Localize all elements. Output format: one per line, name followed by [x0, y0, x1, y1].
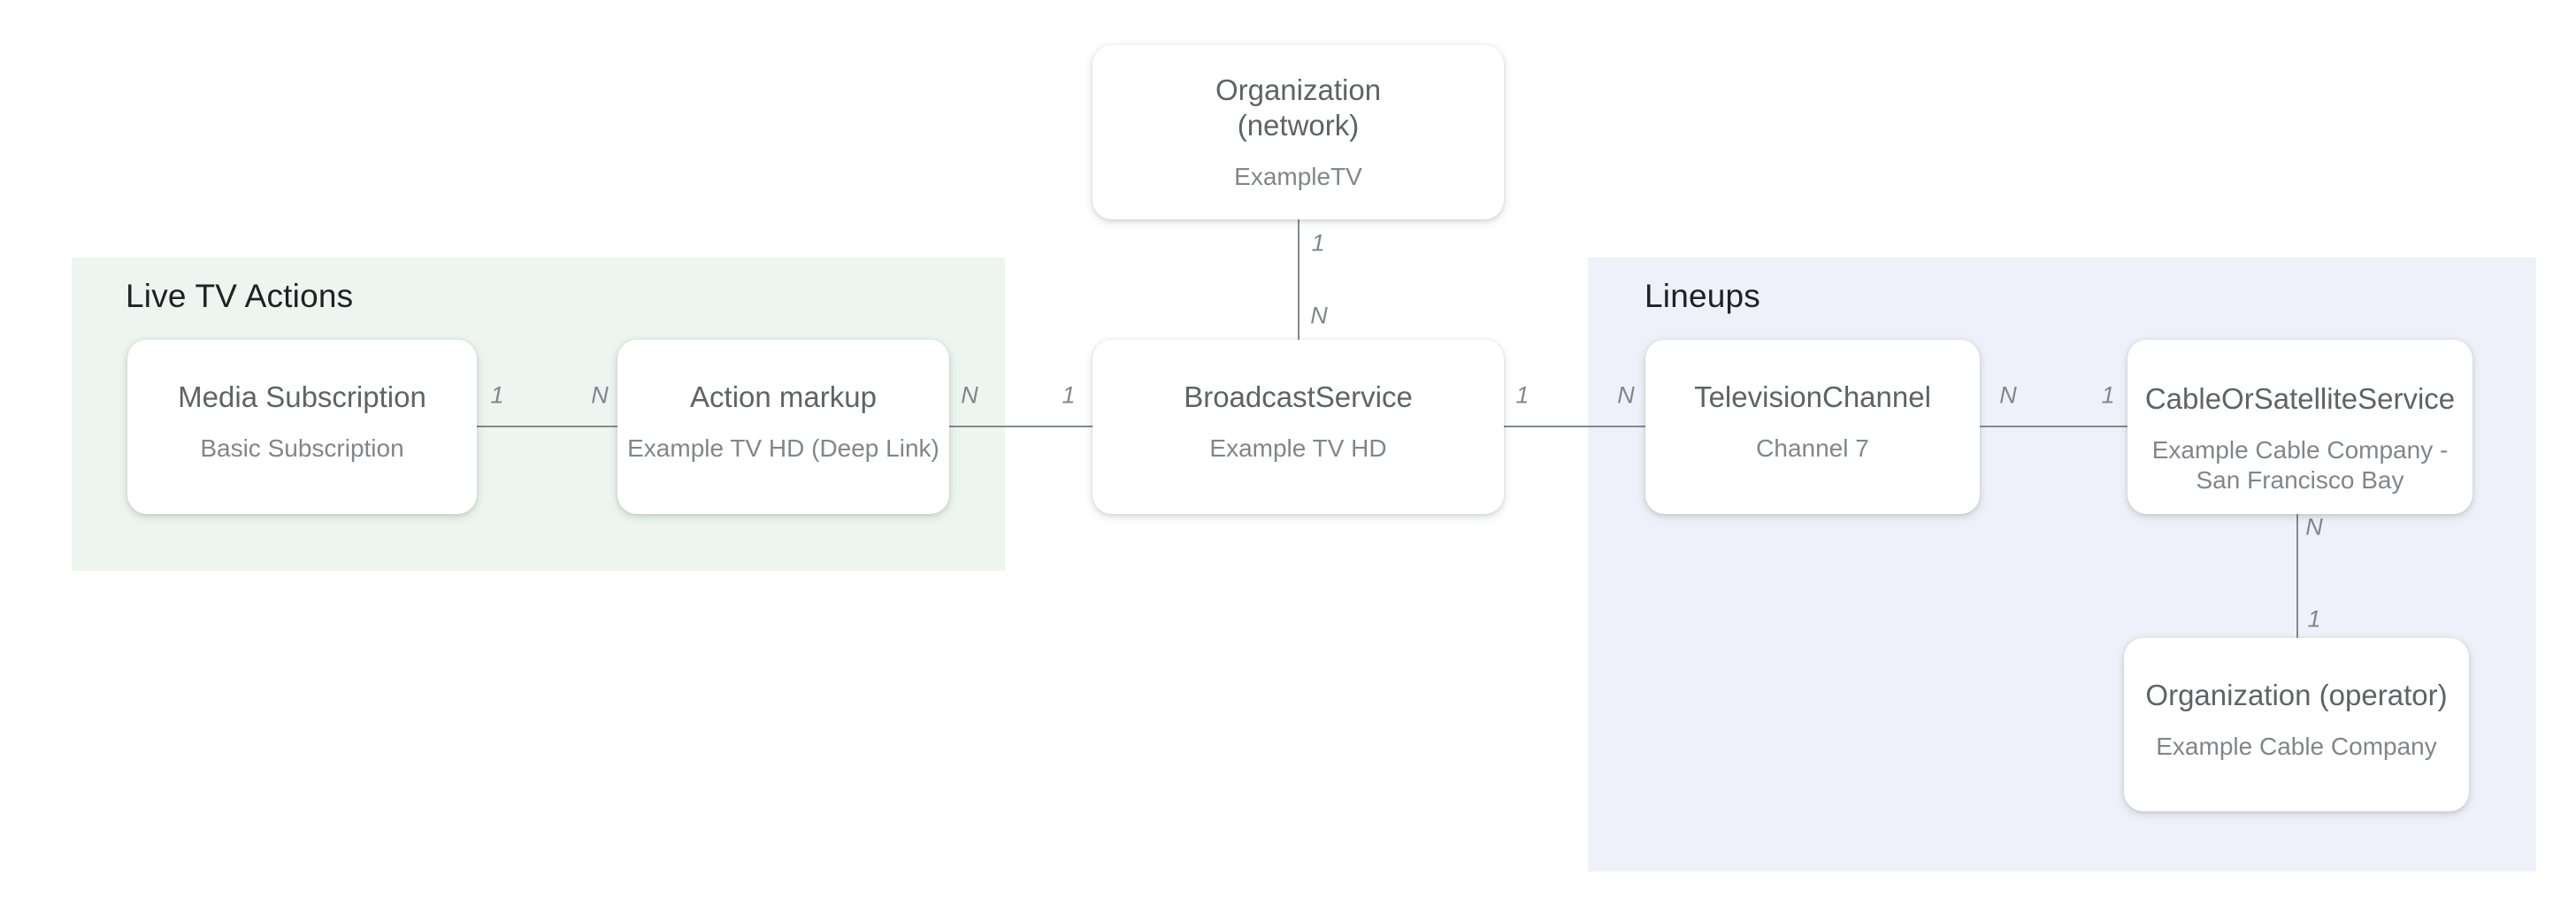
cardinality-actionmarkup-left-side: N — [591, 381, 609, 409]
cardinality-cable-bottom-side: N — [2305, 513, 2323, 541]
node-subtitle-line: Channel 7 — [1756, 434, 1869, 462]
node-title-line: (network) — [1237, 109, 1360, 142]
node-cable-or-satellite-service: CableOrSatelliteService Example Cable Co… — [2128, 340, 2472, 514]
cardinality-actionmarkup-right-side: N — [961, 381, 978, 409]
node-subtitle-line: Basic Subscription — [200, 434, 404, 462]
node-title-line: BroadcastService — [1184, 380, 1413, 413]
node-title: CableOrSatelliteService — [2145, 381, 2455, 417]
node-title-line: Media Subscription — [178, 380, 426, 413]
node-subtitle: ExampleTV — [1234, 162, 1362, 192]
edge-cableorsatelliteservice-to-operator — [2296, 514, 2298, 638]
cardinality-broadcast-top-side: N — [1310, 302, 1328, 329]
cardinality-operator-side: 1 — [2307, 605, 2321, 633]
cardinality-broadcast-right-side: 1 — [1515, 381, 1530, 409]
node-subtitle: Channel 7 — [1756, 434, 1869, 464]
node-title: Action markup — [690, 380, 877, 415]
node-subtitle: Example TV HD — [1209, 434, 1386, 464]
node-subtitle: Basic Subscription — [200, 434, 403, 464]
node-title: Media Subscription — [178, 380, 426, 415]
cardinality-cable-left-side: 1 — [2101, 381, 2115, 409]
edge-network-to-broadcastservice — [1298, 219, 1300, 340]
edge-actionmarkup-to-broadcastservice — [949, 426, 1092, 427]
node-subtitle-line: San Francisco Bay — [2196, 466, 2404, 494]
node-action-markup: Action markup Example TV HD (Deep Link) — [617, 340, 949, 514]
node-subtitle: Example Cable Company — [2156, 732, 2437, 762]
node-television-channel: TelevisionChannel Channel 7 — [1645, 340, 1980, 514]
cardinality-network-side: 1 — [1311, 229, 1325, 257]
cardinality-televisionchannel-right-side: N — [1999, 381, 2017, 409]
node-subtitle-line: Example TV HD — [1209, 434, 1387, 462]
node-broadcast-service: BroadcastService Example TV HD — [1092, 340, 1504, 514]
node-title-line: Action markup — [690, 380, 877, 413]
node-title: Organization (network) — [1215, 73, 1381, 143]
node-subtitle-line: ExampleTV — [1234, 163, 1362, 190]
node-subtitle: Example Cable Company - San Francisco Ba… — [2152, 435, 2449, 495]
node-title: TelevisionChannel — [1694, 380, 1931, 415]
node-media-subscription: Media Subscription Basic Subscription — [127, 340, 477, 514]
node-organization-operator: Organization (operator) Example Cable Co… — [2124, 638, 2469, 811]
edge-mediasubscription-to-actionmarkup — [477, 426, 617, 427]
node-title-line: Organization (operator) — [2145, 678, 2448, 711]
node-title: BroadcastService — [1184, 380, 1413, 415]
node-subtitle-line: Example Cable Company — [2156, 732, 2437, 760]
cardinality-mediasubscription-side: 1 — [490, 381, 504, 409]
node-title-line: CableOrSatelliteService — [2144, 382, 2456, 415]
edge-broadcastservice-to-televisionchannel — [1504, 426, 1645, 427]
node-organization-network: Organization (network) ExampleTV — [1092, 45, 1504, 219]
node-subtitle: Example TV HD (Deep Link) — [627, 434, 939, 464]
node-subtitle-line: Example Cable Company - — [2151, 436, 2449, 464]
cardinality-broadcast-left-side: 1 — [1062, 381, 1076, 409]
lineups-region-label: Lineups — [1644, 278, 1761, 314]
node-title: Organization (operator) — [2145, 678, 2447, 713]
node-title-line: TelevisionChannel — [1694, 380, 1931, 413]
node-subtitle-line: Example TV HD (Deep Link) — [627, 434, 939, 462]
live-tv-actions-region-label: Live TV Actions — [126, 278, 354, 314]
cardinality-televisionchannel-left-side: N — [1617, 381, 1635, 409]
node-title-line: Organization — [1215, 73, 1382, 106]
edge-televisionchannel-to-cableorsatelliteservice — [1980, 426, 2128, 427]
